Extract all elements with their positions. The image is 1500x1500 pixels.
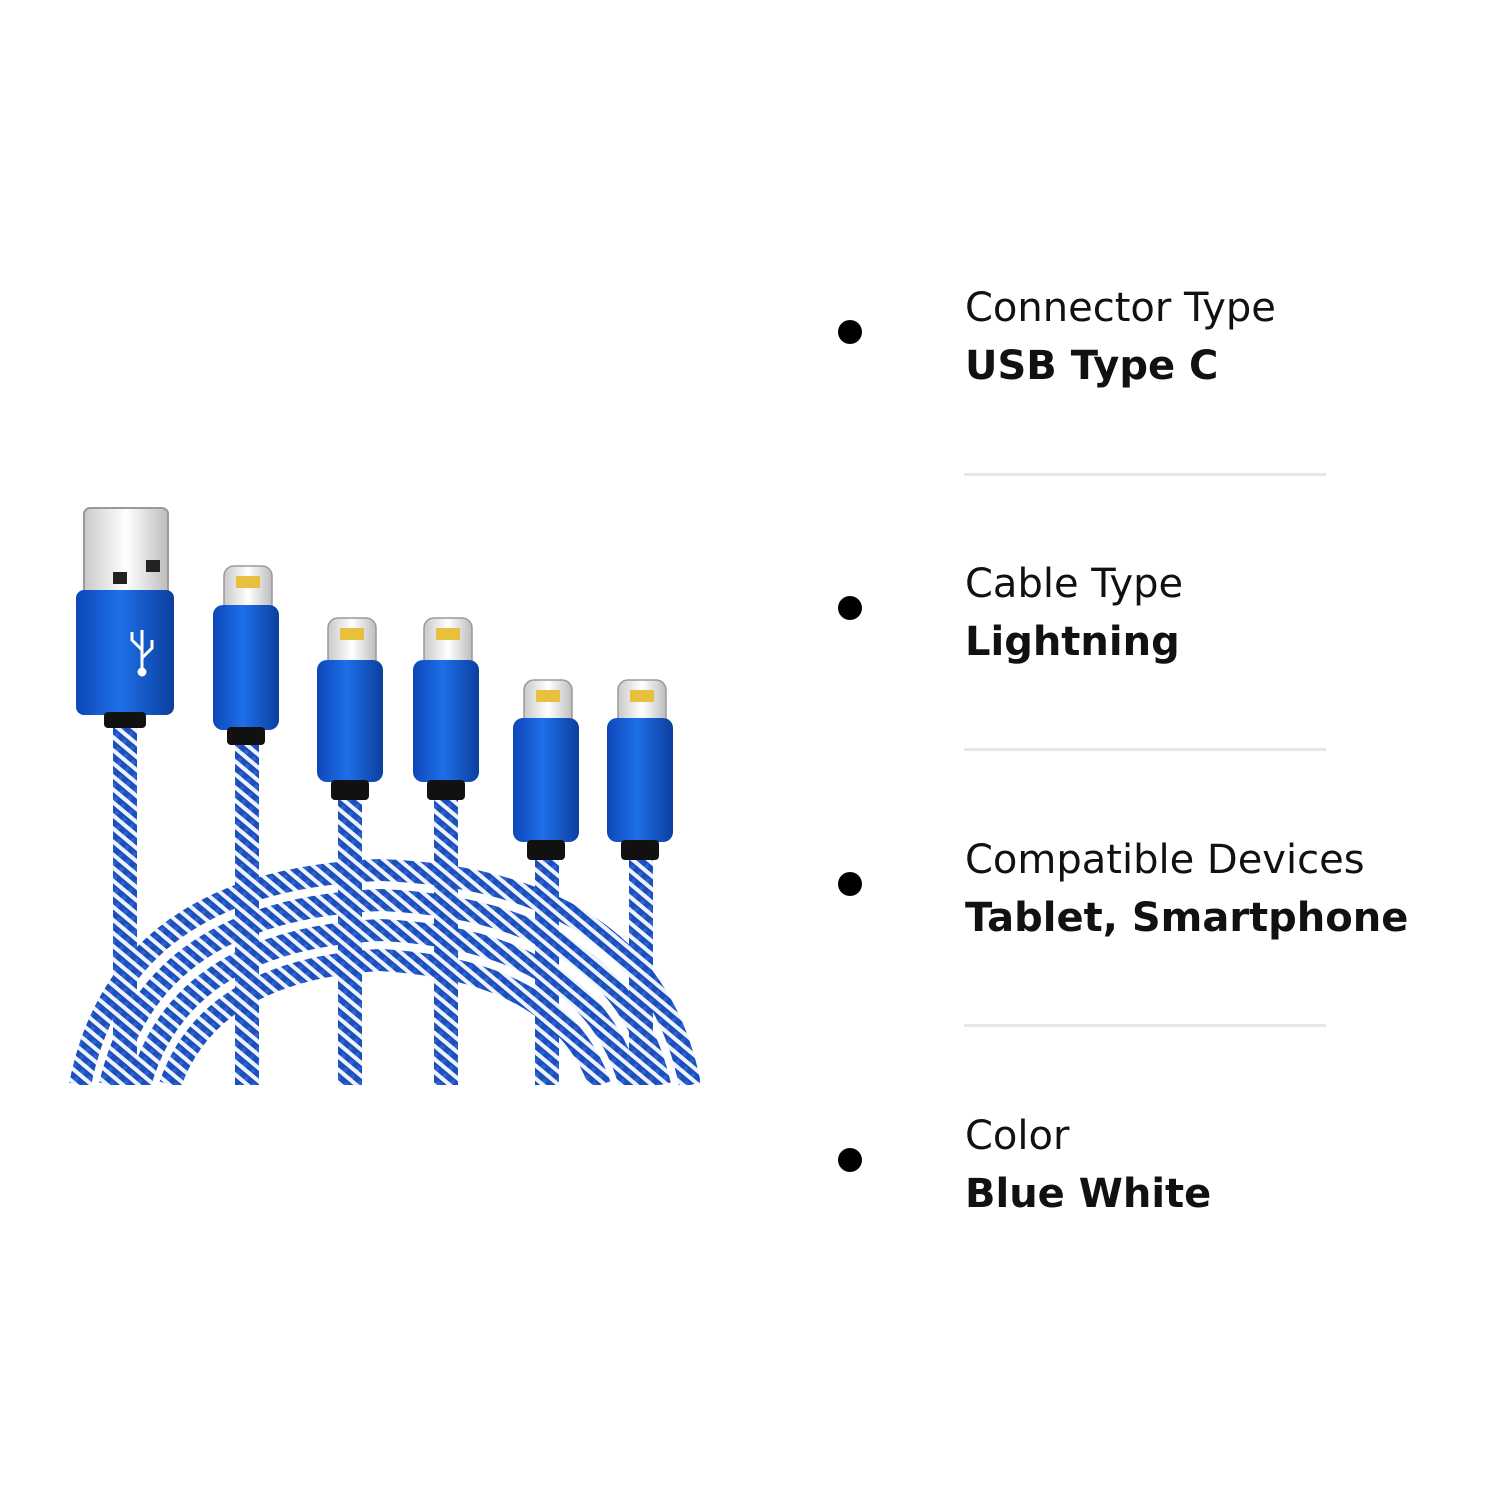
lightning-connector-1 — [213, 565, 279, 745]
spec-value: Blue White — [965, 1171, 1212, 1217]
spec-value: USB Type C — [965, 343, 1219, 389]
divider — [964, 473, 1326, 476]
lightning-connector-5 — [607, 679, 673, 860]
bullet-icon — [838, 320, 862, 344]
spec-label: Color — [965, 1113, 1070, 1159]
divider — [964, 1024, 1326, 1027]
spec-row-cable-type: Cable Type Lightning — [830, 556, 1450, 676]
lightning-connector-2 — [317, 617, 383, 800]
usb-a-connector — [76, 507, 174, 728]
bullet-icon — [838, 872, 862, 896]
spec-label: Connector Type — [965, 285, 1276, 331]
lightning-connector-4 — [513, 679, 579, 860]
cable-strands — [113, 720, 653, 1085]
spec-value: Tablet, Smartphone — [965, 895, 1409, 941]
spec-row-compatible-devices: Compatible Devices Tablet, Smartphone — [830, 832, 1450, 952]
spec-row-color: Color Blue White — [830, 1108, 1450, 1228]
spec-label: Compatible Devices — [965, 837, 1365, 883]
lightning-connector-3 — [413, 617, 479, 800]
bullet-icon — [838, 596, 862, 620]
spec-row-connector-type: Connector Type USB Type C — [830, 280, 1450, 400]
divider — [964, 748, 1326, 751]
spec-label: Cable Type — [965, 561, 1184, 607]
usb-icon — [130, 630, 154, 677]
product-image-cables — [69, 507, 700, 1085]
spec-value: Lightning — [965, 619, 1180, 665]
cable-coil — [69, 858, 700, 1085]
bullet-icon — [838, 1148, 862, 1172]
